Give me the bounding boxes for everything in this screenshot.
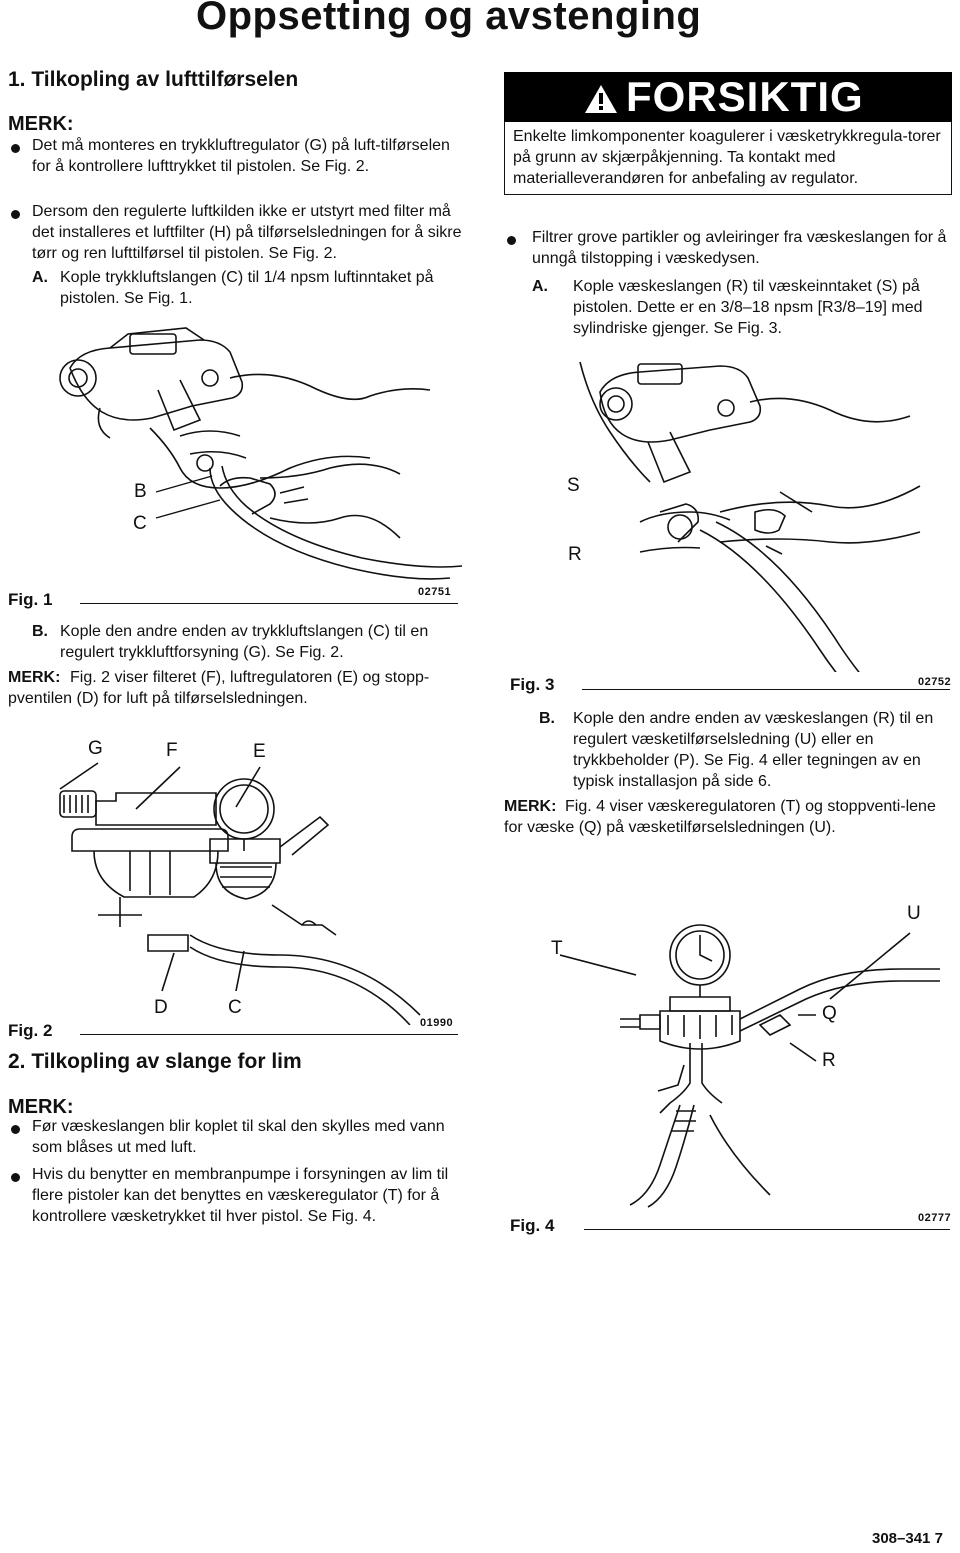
section1-step-b: Kople den andre enden av trykkluftslange… bbox=[60, 623, 429, 661]
right-note: Fig. 4 viser væskeregulatoren (T) og sto… bbox=[504, 798, 936, 836]
section1-heading: 1. Tilkopling av lufttilførselen bbox=[8, 68, 299, 91]
fig4-illustration bbox=[560, 924, 940, 1208]
fig1-code: 02751 bbox=[418, 586, 452, 598]
fig2-caption-rule bbox=[80, 1034, 458, 1035]
section1-bullet-2: Dersom den regulerte luftkilden ikke er … bbox=[32, 203, 462, 262]
note2-label: MERK: bbox=[8, 669, 61, 686]
bullet-dot bbox=[11, 1173, 20, 1182]
section1-bullet-1: Det må monteres en trykkluftregulator (G… bbox=[32, 137, 450, 175]
caution-text: Enkelte limkomponenter koagulerer i væsk… bbox=[513, 128, 941, 187]
fig3-caption-rule bbox=[582, 689, 950, 690]
step-b-letter: B. bbox=[32, 623, 48, 640]
section2-note-label: MERK: bbox=[8, 1096, 74, 1118]
right-step-b-letter: B. bbox=[539, 710, 555, 727]
fig3-code: 02752 bbox=[918, 676, 952, 688]
fig2-illustration bbox=[59, 762, 421, 1025]
fig2-label: Fig. 2 bbox=[8, 1021, 53, 1040]
warning-triangle-icon bbox=[585, 85, 617, 113]
fig4-code: 02777 bbox=[918, 1212, 952, 1224]
fig2-callout-g: G bbox=[88, 738, 103, 759]
fig1-illustration bbox=[59, 327, 463, 580]
fig3-illustration bbox=[579, 361, 921, 672]
fig1-callout-c: C bbox=[133, 513, 147, 534]
fig2-callout-c: C bbox=[228, 997, 242, 1018]
right-step-a: Kople væskeslangen (R) til væskeinntaket… bbox=[573, 278, 923, 337]
caution-box: Enkelte limkomponenter koagulerer i væsk… bbox=[504, 122, 952, 195]
fig4-callout-r: R bbox=[822, 1050, 836, 1071]
caution-banner: FORSIKTIG bbox=[504, 72, 952, 122]
fig4-caption-rule bbox=[584, 1229, 950, 1230]
fig4-callout-q: Q bbox=[822, 1003, 837, 1024]
section2-bullet-2: Hvis du benytter en membranpumpe i forsy… bbox=[32, 1166, 449, 1225]
bullet-dot bbox=[11, 144, 20, 153]
fig1-callout-b: B bbox=[134, 481, 147, 502]
fig3-callout-s: S bbox=[567, 475, 580, 496]
fig2-callout-e: E bbox=[253, 741, 266, 762]
section2-heading: 2. Tilkopling av slange for lim bbox=[8, 1050, 302, 1073]
bullet-dot bbox=[11, 1125, 20, 1134]
section1-step-a: Kople trykkluftslangen (C) til 1/4 npsm … bbox=[60, 269, 434, 307]
right-note-label: MERK: bbox=[504, 798, 557, 815]
fig2-callout-f: F bbox=[166, 740, 178, 761]
right-bullet: Filtrer grove partikler og avleiringer f… bbox=[532, 229, 947, 267]
fig4-callout-u: U bbox=[907, 903, 921, 924]
fig4-label: Fig. 4 bbox=[510, 1216, 555, 1235]
bullet-dot bbox=[507, 236, 516, 245]
fig1-label: Fig. 1 bbox=[8, 590, 53, 609]
bullet-dot bbox=[11, 210, 20, 219]
section2-bullet-1: Før væskeslangen blir koplet til skal de… bbox=[32, 1118, 445, 1156]
page-footer: 308–341 7 bbox=[872, 1530, 943, 1547]
section1-note-label: MERK: bbox=[8, 113, 74, 135]
fig2-code: 01990 bbox=[420, 1017, 454, 1029]
fig4-callout-t: T bbox=[551, 938, 563, 959]
right-step-a-letter: A. bbox=[532, 278, 548, 295]
fig3-label: Fig. 3 bbox=[510, 675, 555, 694]
fig1-leader-lines bbox=[155, 475, 221, 519]
fig3-callout-r: R bbox=[568, 544, 582, 565]
page-title: Oppsetting og avstenging bbox=[196, 0, 702, 38]
fig1-caption-rule bbox=[80, 603, 458, 604]
note2-text: Fig. 2 viser filteret (F), luftregulator… bbox=[8, 669, 430, 707]
caution-title: FORSIKTIG bbox=[626, 73, 864, 120]
right-step-b: Kople den andre enden av væskeslangen (R… bbox=[573, 710, 934, 790]
fig2-callout-d: D bbox=[154, 997, 168, 1018]
step-a-letter: A. bbox=[32, 269, 48, 286]
